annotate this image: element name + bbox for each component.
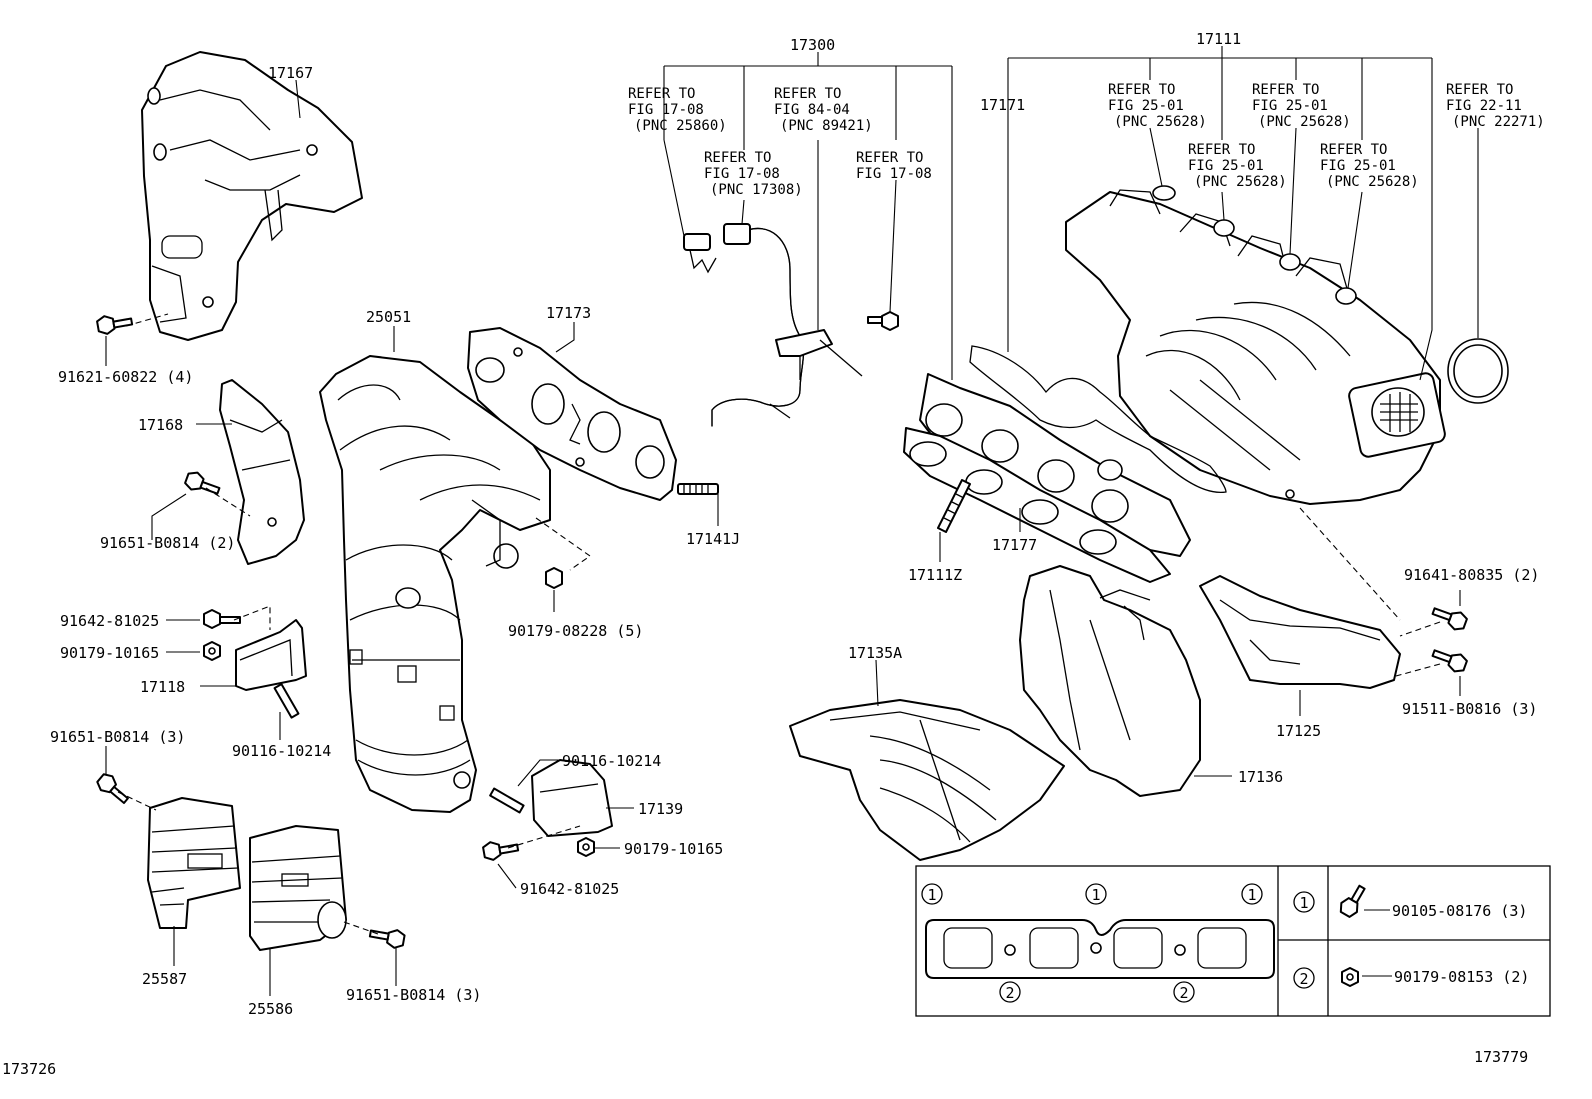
svg-text:2: 2 <box>1005 984 1014 1002</box>
callout-17111: 17111 <box>1196 30 1241 48</box>
refer-note-fig-17-08: REFER TO FIG 17-08 <box>856 150 932 182</box>
callout-91511-B0816: 91511-B0816 (3) <box>1402 700 1537 718</box>
callout-25587: 25587 <box>142 970 187 988</box>
callout-17141J: 17141J <box>686 530 740 548</box>
heat-insulator-25586 <box>249 825 347 951</box>
refer-note-fig-25-01-a: REFER TO FIG 25-01 (PNC 25628) <box>1108 82 1207 130</box>
refer-note-fig-25-01-d: REFER TO FIG 25-01 (PNC 25628) <box>1320 142 1419 190</box>
callout-91642-81025-a: 91642-81025 <box>60 612 159 630</box>
callout-90179-08228: 90179-08228 (5) <box>508 622 643 640</box>
callout-17300: 17300 <box>790 36 835 54</box>
callout-17177: 17177 <box>992 536 1037 554</box>
legend-part-90179-08153: 90179-08153 (2) <box>1394 968 1529 986</box>
refer-note-pnc-17308: REFER TO FIG 17-08 (PNC 17308) <box>704 150 803 198</box>
callout-25051: 25051 <box>366 308 411 326</box>
svg-text:2: 2 <box>1179 984 1188 1002</box>
svg-text:1: 1 <box>1247 886 1256 904</box>
callout-17111Z: 17111Z <box>908 566 962 584</box>
figure-id-left: 173726 <box>2 1060 56 1078</box>
callout-90179-10165-b: 90179-10165 <box>624 840 723 858</box>
svg-text:2: 2 <box>1299 970 1308 988</box>
legend-marker-1: 1 <box>1085 883 1107 905</box>
bracket-17125 <box>1199 575 1401 689</box>
callout-90116-10214-b: 90116-10214 <box>562 752 661 770</box>
hose-assembly-17300 <box>683 223 863 427</box>
callout-25586: 25586 <box>248 1000 293 1018</box>
callout-17168: 17168 <box>138 416 183 434</box>
intake-spacer-17177 <box>903 373 1191 583</box>
callout-91651-B0814-b: 91651-B0814 (3) <box>50 728 185 746</box>
insulator-17136 <box>1019 565 1201 797</box>
stud-17141J <box>677 483 719 495</box>
callout-17125: 17125 <box>1276 722 1321 740</box>
refer-notes: REFER TO FIG 17-08 (PNC 25860) REFER TO … <box>628 82 1545 198</box>
callout-17118: 17118 <box>140 678 185 696</box>
callout-17167: 17167 <box>268 64 313 82</box>
callout-17136: 17136 <box>1238 768 1283 786</box>
refer-note-pnc-22271: REFER TO FIG 22-11 (PNC 22271) <box>1446 82 1545 130</box>
exhaust-manifold-converter-25051 <box>319 355 551 813</box>
svg-text:1: 1 <box>1091 886 1100 904</box>
callout-17139: 17139 <box>638 800 683 818</box>
intake-manifold-17111 <box>1065 189 1446 505</box>
refer-note-pnc-25860: REFER TO FIG 17-08 (PNC 25860) <box>628 86 727 134</box>
callout-17173: 17173 <box>546 304 591 322</box>
legend-inset: 1 1 1 2 2 1 2 <box>915 865 1551 1017</box>
legend-part-90105-08176: 90105-08176 (3) <box>1392 902 1527 920</box>
heat-insulator-17168 <box>219 379 305 565</box>
nut-90179-icon <box>1341 967 1359 987</box>
bracket-17118 <box>235 619 307 691</box>
callout-17171: 17171 <box>980 96 1025 114</box>
bolt-90105-icon <box>1339 884 1366 918</box>
callout-91651-B0814-a: 91651-B0814 (2) <box>100 534 235 552</box>
callout-91621-60822: 91621-60822 (4) <box>58 368 193 386</box>
figure-id-right: 173779 <box>1474 1048 1528 1066</box>
legend-marker-1: 1 <box>921 883 943 905</box>
refer-note-fig-25-01-b: REFER TO FIG 25-01 (PNC 25628) <box>1188 142 1287 190</box>
legend-marker-1: 1 <box>1241 883 1263 905</box>
callout-91651-B0814-c: 91651-B0814 (3) <box>346 986 481 1004</box>
stud-17111Z <box>937 479 971 533</box>
svg-text:1: 1 <box>1299 894 1308 912</box>
legend-key-2: 2 <box>1293 967 1315 989</box>
refer-note-pnc-89421: REFER TO FIG 84-04 (PNC 89421) <box>774 86 873 134</box>
insulator-17135A <box>789 699 1065 861</box>
leader-lines <box>105 46 1479 996</box>
legend-marker-2: 2 <box>1173 981 1195 1003</box>
svg-text:1: 1 <box>927 886 936 904</box>
bracket-17139 <box>531 759 613 837</box>
callout-labels: 17167 91621-60822 (4) 17168 91651-B0814 … <box>50 30 1539 1018</box>
legend-key-1: 1 <box>1293 891 1315 913</box>
callout-90116-10214-a: 90116-10214 <box>232 742 331 760</box>
callout-17135A: 17135A <box>848 644 902 662</box>
exhaust-gasket-17173 <box>467 327 677 501</box>
callout-91642-81025-b: 91642-81025 <box>520 880 619 898</box>
heat-insulator-17167 <box>141 51 363 341</box>
intake-gasket-17171 <box>969 345 1227 493</box>
callout-91641-80835: 91641-80835 (2) <box>1404 566 1539 584</box>
bolts <box>96 311 1468 949</box>
oring-seals <box>1152 185 1509 404</box>
legend-marker-2: 2 <box>999 981 1021 1003</box>
callout-90179-10165-a: 90179-10165 <box>60 644 159 662</box>
heat-insulator-25587 <box>147 797 241 929</box>
refer-note-fig-25-01-c: REFER TO FIG 25-01 (PNC 25628) <box>1252 82 1351 130</box>
